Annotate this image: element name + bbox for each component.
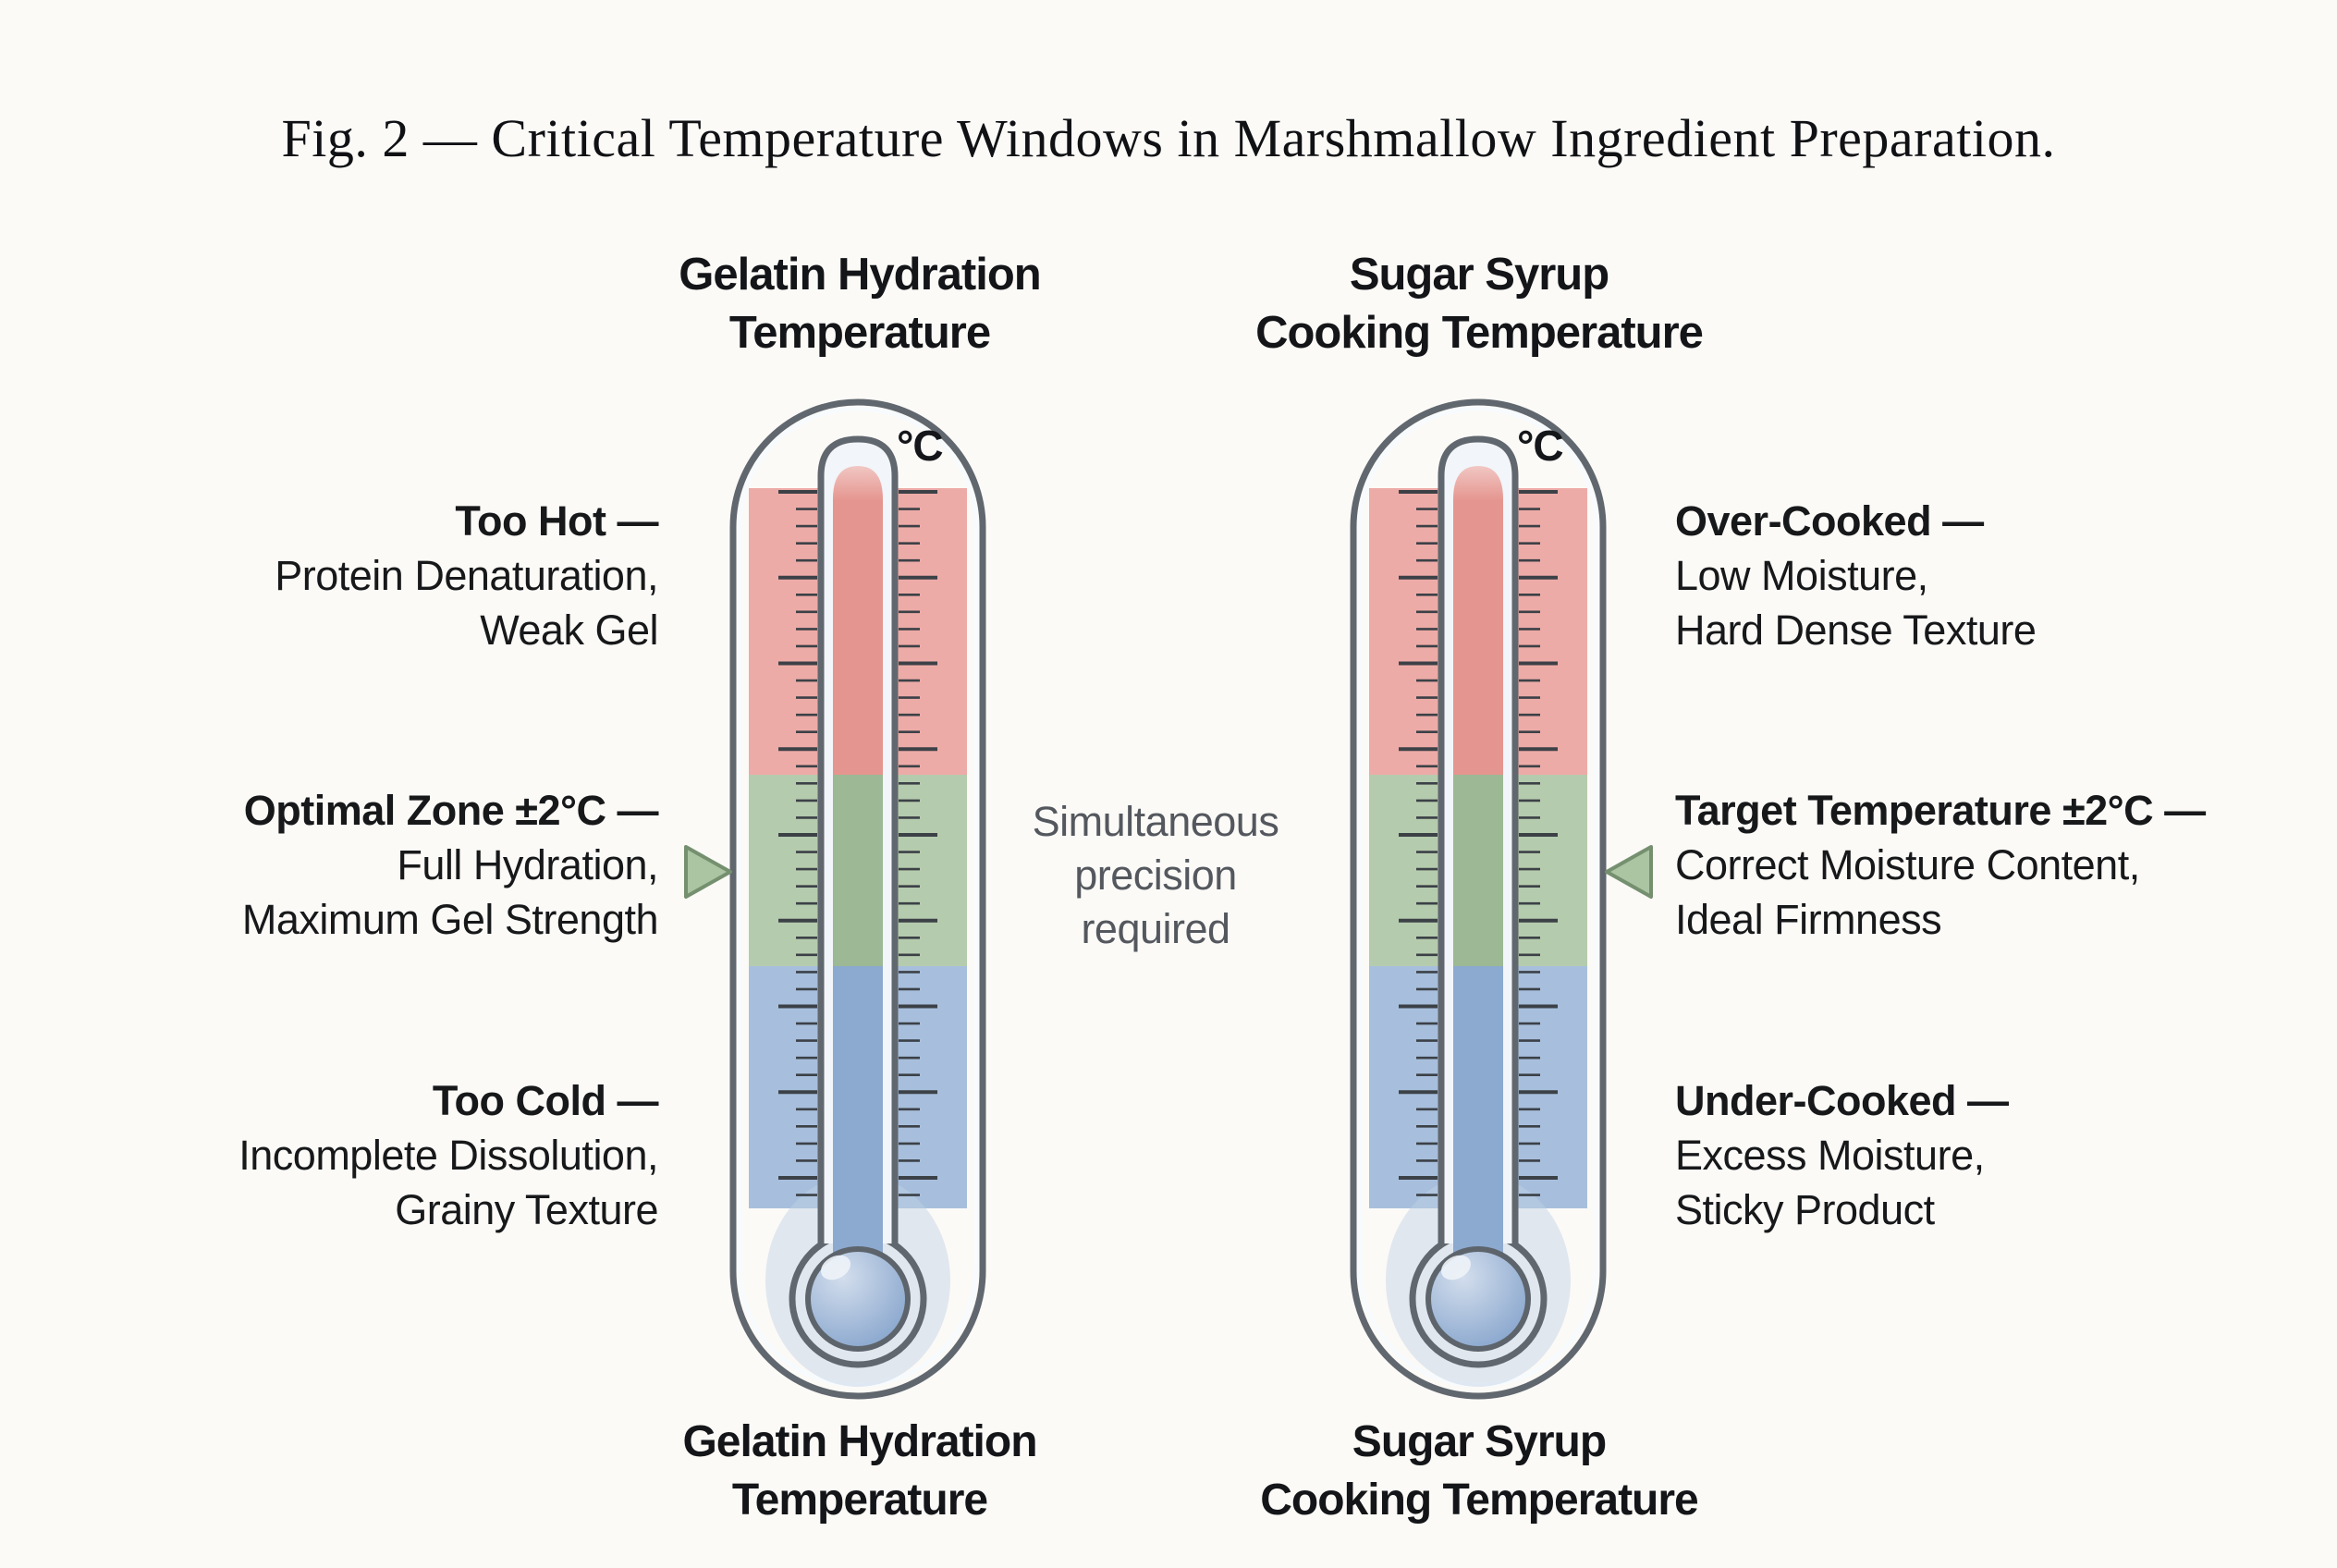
tick-marks: [1399, 490, 1558, 1196]
left-thermometer-header: Gelatin Hydration Temperature: [536, 246, 1183, 362]
center-note-line: Simultaneous: [1032, 798, 1279, 845]
thermometer-bulb: [805, 1246, 911, 1352]
left-pointing-triangle-icon: [1605, 845, 1653, 899]
zone-label-desc: Full Hydration,: [397, 841, 658, 888]
footer-line: Temperature: [731, 1476, 988, 1525]
zone-label-desc: Correct Moisture Content,: [1675, 841, 2140, 888]
right-thermometer-footer: Sugar Syrup Cooking Temperature: [1156, 1413, 1803, 1529]
zone-label-desc: Ideal Firmness: [1675, 896, 1942, 943]
center-note-line: required: [1081, 905, 1230, 952]
label-too-hot: Too Hot — Protein Denaturation, Weak Gel: [275, 494, 658, 657]
label-too-cold: Too Cold — Incomplete Dissolution, Grain…: [239, 1073, 658, 1237]
zone-label-title: Too Hot —: [455, 497, 658, 545]
figure-caption: Fig. 2 — Critical Temperature Windows in…: [281, 108, 2056, 168]
zone-label-title: Over-Cooked —: [1675, 497, 1984, 545]
syrup-thermometer: [1350, 398, 1607, 1400]
right-pointing-triangle-icon: [684, 845, 732, 899]
left-thermometer-footer: Gelatin Hydration Temperature: [536, 1413, 1183, 1529]
footer-line: Cooking Temperature: [1260, 1476, 1699, 1525]
zone-label-desc: Maximum Gel Strength: [241, 896, 659, 943]
right-thermometer-header: Sugar Syrup Cooking Temperature: [1156, 246, 1803, 362]
zone-label-desc: Incomplete Dissolution,: [239, 1132, 658, 1179]
celsius-label: °C: [1517, 422, 1564, 470]
zone-label-desc: Sticky Product: [1675, 1186, 1935, 1233]
optimal-zone-arrow-left: [684, 845, 732, 899]
zone-label-desc: Protein Denaturation,: [275, 552, 658, 599]
bulb-highlight: [820, 1255, 851, 1280]
celsius-label: °C: [897, 422, 944, 470]
tube-liquid: [833, 466, 883, 1253]
center-note-line: precision: [1074, 851, 1237, 899]
footer-line: Sugar Syrup: [1352, 1417, 1607, 1466]
zone-label-title: Under-Cooked —: [1675, 1077, 2009, 1124]
zone-label-title: Optimal Zone ±2°C —: [243, 787, 659, 834]
zone-label-title: Too Cold —: [432, 1077, 659, 1124]
thermometer-capsule: [1350, 398, 1607, 1400]
header-line: Temperature: [728, 308, 991, 358]
label-under-cooked: Under-Cooked — Excess Moisture, Sticky P…: [1675, 1073, 2009, 1237]
tick-marks: [778, 490, 937, 1196]
bulb-highlight: [1440, 1255, 1472, 1280]
label-over-cooked: Over-Cooked — Low Moisture, Hard Dense T…: [1675, 494, 2037, 657]
thermometer-capsule: [729, 398, 986, 1400]
center-note: Simultaneous precision required: [938, 795, 1373, 956]
label-optimal-zone: Optimal Zone ±2°C — Full Hydration, Maxi…: [241, 783, 659, 947]
zone-label-desc: Low Moisture,: [1675, 552, 1928, 599]
thermometer-bulb: [1425, 1246, 1531, 1352]
gelatin-thermometer: [729, 398, 986, 1400]
header-line: Cooking Temperature: [1255, 308, 1704, 358]
header-line: Gelatin Hydration: [679, 250, 1041, 300]
header-line: Sugar Syrup: [1349, 250, 1609, 300]
label-target-temperature: Target Temperature ±2°C — Correct Moistu…: [1675, 783, 2206, 947]
zone-label-desc: Grainy Texture: [395, 1186, 658, 1233]
zone-label-desc: Excess Moisture,: [1675, 1132, 1985, 1179]
target-zone-arrow-right: [1605, 845, 1653, 899]
zone-label-desc: Hard Dense Texture: [1675, 606, 2037, 654]
capsule-inner-rim: [737, 406, 979, 1388]
zone-label-title: Target Temperature ±2°C —: [1675, 787, 2206, 834]
footer-line: Gelatin Hydration: [682, 1417, 1037, 1466]
zone-label-desc: Weak Gel: [480, 606, 658, 654]
tube-liquid: [1453, 466, 1503, 1253]
capsule-inner-rim: [1357, 406, 1599, 1388]
